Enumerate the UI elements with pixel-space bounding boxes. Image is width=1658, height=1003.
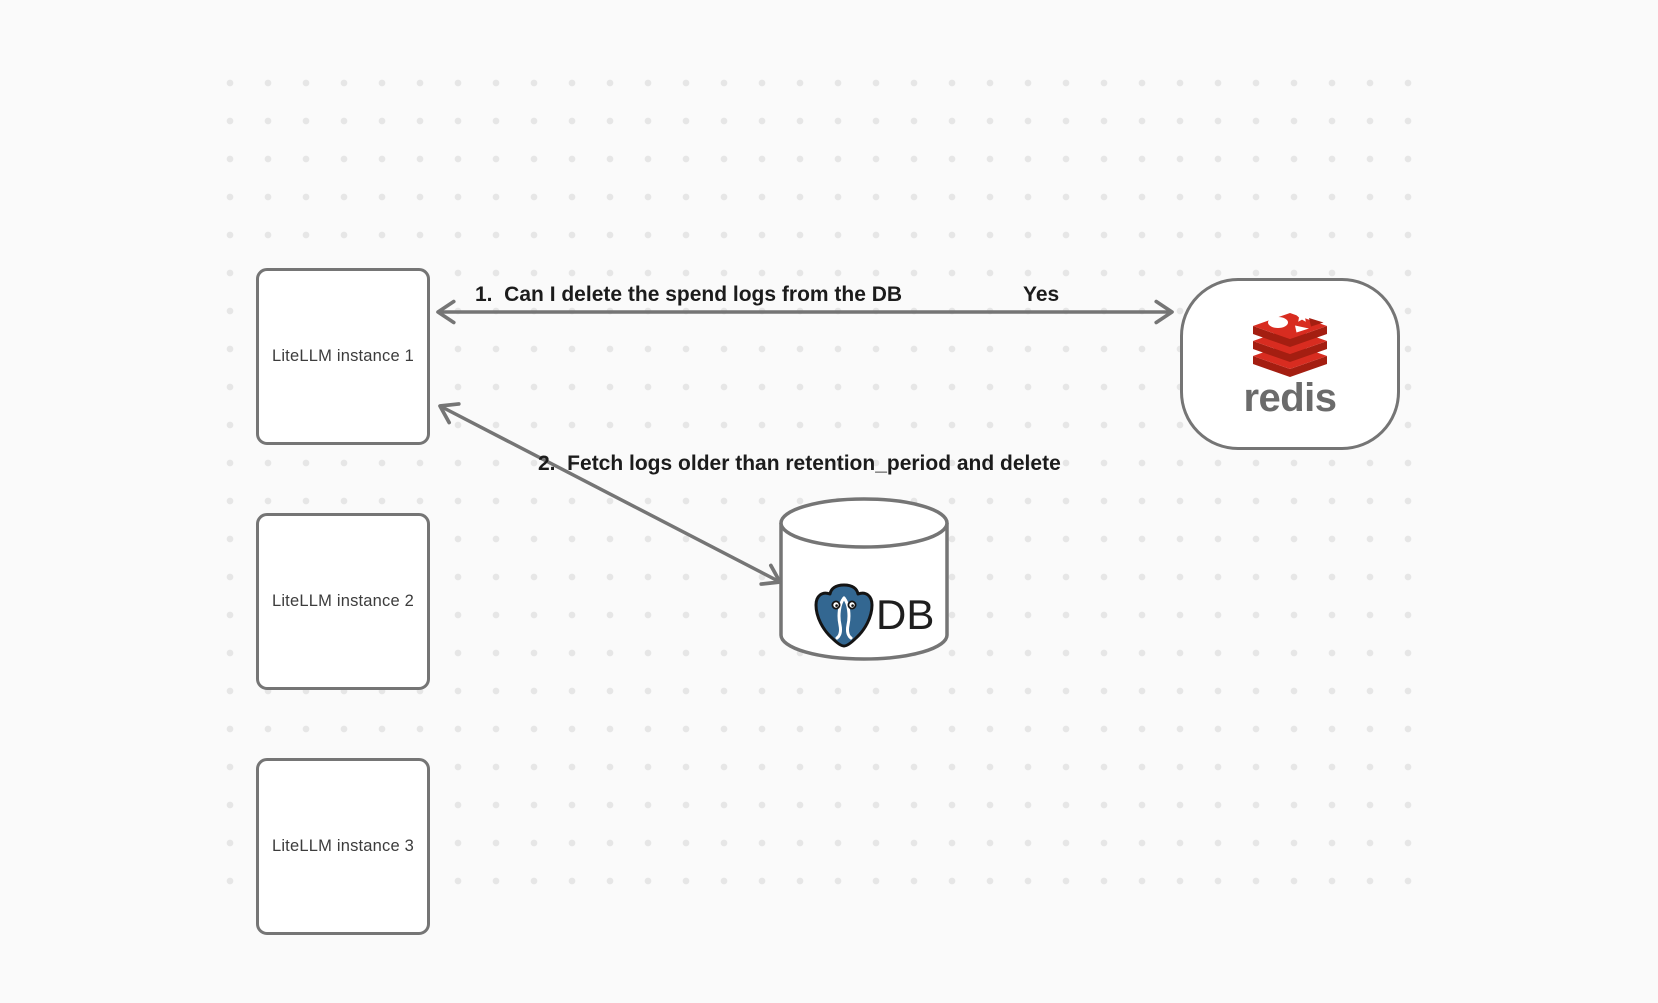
litellm-instance-2-label: LiteLLM instance 2 bbox=[271, 592, 415, 610]
redis-wordmark: redis bbox=[1243, 376, 1337, 420]
litellm-instance-3-label: LiteLLM instance 3 bbox=[271, 837, 415, 855]
litellm-instance-1-label: LiteLLM instance 1 bbox=[271, 347, 415, 365]
litellm-instance-1-node: LiteLLM instance 1 bbox=[256, 268, 430, 445]
litellm-instance-3-node: LiteLLM instance 3 bbox=[256, 758, 430, 935]
edge-1-response-label: Yes bbox=[1023, 283, 1060, 306]
postgresql-elephant-icon bbox=[814, 583, 874, 648]
edge-2-label: 2. Fetch logs older than retention_perio… bbox=[538, 452, 1061, 475]
database-label: DB bbox=[876, 591, 935, 638]
litellm-instance-2-node: LiteLLM instance 2 bbox=[256, 513, 430, 690]
redis-logo-icon bbox=[1253, 310, 1327, 377]
edge-1-label: 1. Can I delete the spend logs from the … bbox=[475, 283, 903, 306]
